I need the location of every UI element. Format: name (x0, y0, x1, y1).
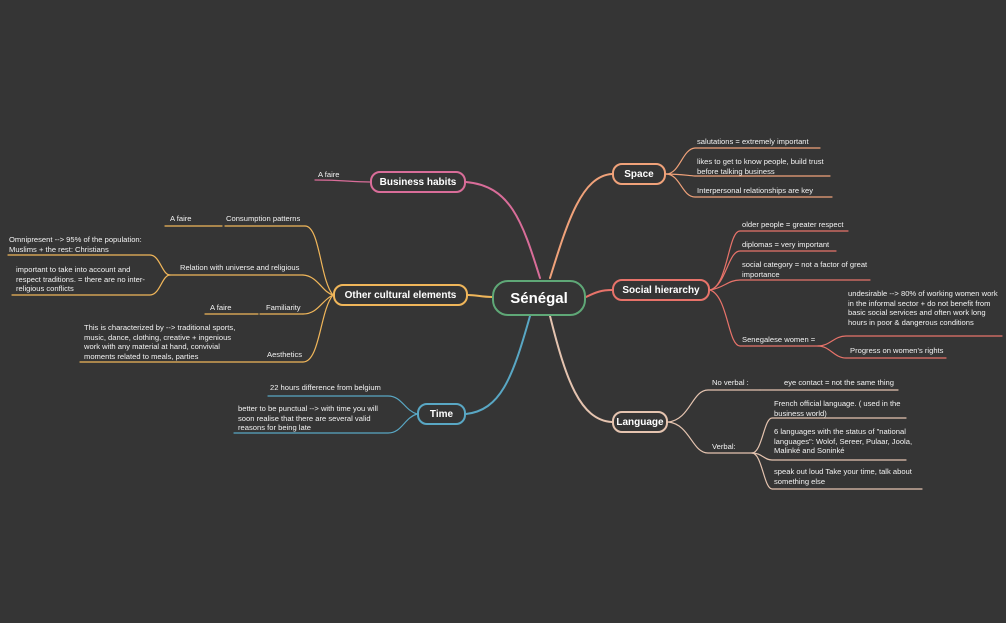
business-afaire[interactable]: A faire (318, 170, 340, 179)
language-french-official[interactable]: French official language. ( used in the … (774, 399, 901, 418)
social-women-progress[interactable]: Progress on women's rights (850, 346, 944, 355)
culture-familiarity-afaire[interactable]: A faire (210, 303, 232, 312)
connector-business-afaire (314, 179, 371, 183)
social-senegalese-women[interactable]: Senegalese women = (742, 335, 816, 344)
culture-familiarity[interactable]: Familiarity (266, 303, 301, 312)
topic-business-habits-label: Business habits (379, 176, 457, 188)
root-title: Sénégal (510, 289, 568, 307)
social-older-people[interactable]: older people = greater respect (742, 220, 844, 229)
branch-line-business (465, 181, 541, 279)
social-connectors (709, 230, 1003, 359)
topic-business-habits[interactable]: Business habits (370, 171, 466, 193)
language-speak-out-loud[interactable]: speak out loud Take your time, talk abou… (774, 467, 912, 486)
topic-other-cultural-elements[interactable]: Other cultural elements (333, 284, 468, 306)
culture-relation-universe[interactable]: Relation with universe and religious (180, 263, 300, 272)
topic-other-cultural-elements-label: Other cultural elements (344, 289, 457, 301)
space-relationships[interactable]: Interpersonal relationships are key (697, 186, 814, 195)
branch-line-time (465, 315, 531, 415)
branch-line-social (585, 289, 613, 298)
language-nonverbal[interactable]: No verbal : (712, 378, 749, 387)
time-punctual[interactable]: better to be punctual --> with time you … (238, 404, 378, 433)
topic-space-label: Space (624, 168, 654, 180)
branch-line-language (549, 315, 613, 423)
language-connectors (667, 389, 923, 490)
topic-time[interactable]: Time (417, 403, 466, 425)
social-category[interactable]: social category = not a factor of great … (742, 260, 868, 279)
space-connectors (665, 147, 833, 198)
time-connectors (233, 395, 418, 434)
language-verbal[interactable]: Verbal: (712, 442, 736, 451)
culture-connectors (7, 225, 334, 363)
topic-social-hierarchy[interactable]: Social hierarchy (612, 279, 710, 301)
topic-space[interactable]: Space (612, 163, 666, 185)
culture-aesthetics[interactable]: Aesthetics (267, 350, 303, 359)
branch-line-space (549, 173, 613, 279)
social-women-undesirable[interactable]: undesirable --> 80% of working women wor… (848, 289, 998, 327)
topic-language-label: Language (616, 416, 664, 428)
time-hours-difference[interactable]: 22 hours difference from belgium (270, 383, 381, 392)
culture-consumption-patterns[interactable]: Consumption patterns (226, 214, 301, 223)
topic-language[interactable]: Language (612, 411, 668, 433)
culture-aesthetics-description[interactable]: This is characterized by --> traditional… (84, 323, 236, 361)
language-eye-contact[interactable]: eye contact = not the same thing (784, 378, 894, 387)
space-build-trust[interactable]: likes to get to know people, build trust… (697, 157, 824, 176)
social-diplomas[interactable]: diplomas = very important (742, 240, 830, 249)
language-national-languages[interactable]: 6 languages with the status of "national… (774, 427, 913, 456)
branch-line-culture (467, 294, 493, 298)
culture-relation-traditions[interactable]: important to take into account and respe… (16, 265, 145, 294)
culture-consumption-afaire[interactable]: A faire (170, 214, 192, 223)
culture-relation-omnipresent[interactable]: Omnipresent --> 95% of the population: M… (9, 235, 142, 254)
root-node[interactable]: Sénégal (492, 280, 586, 316)
space-salutations[interactable]: salutations = extremely important (697, 137, 809, 146)
topic-time-label: Time (429, 408, 454, 420)
topic-social-hierarchy-label: Social hierarchy (622, 284, 700, 296)
